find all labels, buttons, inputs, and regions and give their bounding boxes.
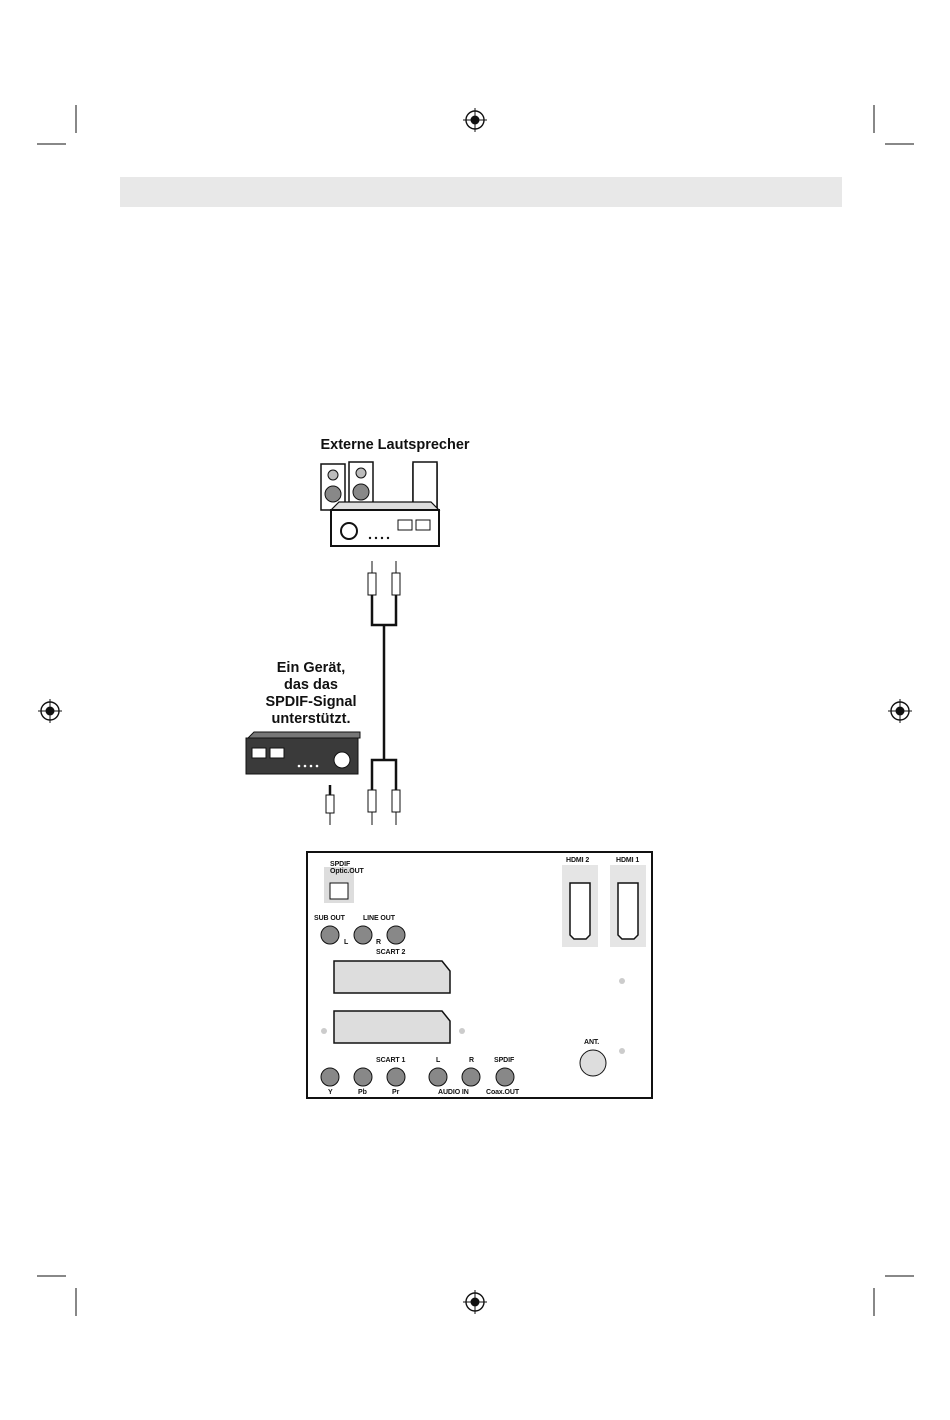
amplifier-icon	[331, 502, 439, 546]
spdif-device	[244, 728, 364, 778]
audio-l-label: L	[436, 1057, 440, 1064]
panel-ports	[308, 853, 651, 1097]
rca-jack-icon	[321, 926, 514, 1086]
line-out-label: LINE OUT	[363, 915, 395, 922]
scart-port-icon	[334, 961, 450, 1043]
external-speakers-amplifier	[315, 458, 445, 553]
coax-out-label: Coax.OUT	[486, 1089, 519, 1096]
spdif-optic-label-1: SPDIF	[330, 861, 364, 868]
registration-mark-right	[888, 699, 912, 723]
spdif-optic-label: SPDIF Optic.OUT	[330, 861, 364, 875]
speakers-title: Externe Lautsprecher	[300, 437, 490, 453]
registration-mark-bottom	[463, 1290, 487, 1314]
scart1-label: SCART 1	[376, 1057, 405, 1064]
pb-label: Pb	[358, 1089, 367, 1096]
tv-connection-panel: SPDIF Optic.OUT SUB OUT LINE OUT L R SCA…	[306, 851, 653, 1099]
spdif-optic-label-2: Optic.OUT	[330, 868, 364, 875]
line-l-label: L	[344, 939, 348, 946]
registration-mark-left	[38, 699, 62, 723]
hdmi-port-icon	[570, 883, 638, 939]
hdmi2-label: HDMI 2	[566, 857, 589, 864]
line-r-label: R	[376, 939, 381, 946]
y-label: Y	[328, 1089, 333, 1096]
registration-mark-top	[463, 108, 487, 132]
ant-label: ANT.	[584, 1039, 599, 1046]
hdmi1-label: HDMI 1	[616, 857, 639, 864]
header-bar	[120, 177, 842, 207]
sub-out-label: SUB OUT	[314, 915, 345, 922]
rca-plug-icon	[326, 561, 400, 825]
spdif-label: SPDIF	[494, 1057, 514, 1064]
audio-in-label: AUDIO IN	[438, 1089, 469, 1096]
audio-cables	[315, 555, 425, 830]
scart2-label: SCART 2	[376, 949, 405, 956]
antenna-port-icon	[580, 1050, 606, 1076]
pr-label: Pr	[392, 1089, 399, 1096]
audio-r-label: R	[469, 1057, 474, 1064]
